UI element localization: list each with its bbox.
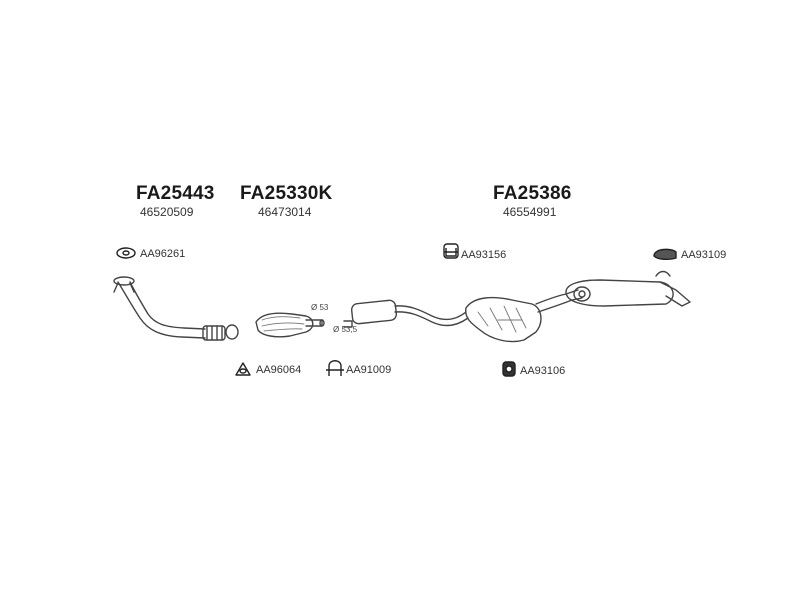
part-label-ring: AA96064 — [256, 364, 302, 376]
rear-pipe — [535, 289, 579, 305]
part-label-rubber-mount: AA93106 — [520, 365, 566, 377]
part-label-clamp: AA93156 — [461, 249, 507, 261]
u-clamp-icon — [326, 360, 344, 376]
part-label-gasket: AA96261 — [140, 248, 186, 260]
mid-pipe — [394, 305, 467, 321]
front-downpipe — [117, 281, 206, 339]
dimension-label-53: Ø 53 — [311, 303, 329, 312]
group-oe-front-pipe: 46520509 — [140, 205, 194, 219]
middle-silencer — [350, 299, 398, 325]
rear-silencer — [565, 279, 674, 307]
center-box — [465, 296, 542, 343]
group-code-rear: FA25386 — [493, 183, 572, 204]
rear-hanger-icon — [653, 248, 677, 261]
group-code-catalytic: FA25330K — [240, 183, 333, 204]
group-oe-rear: 46554991 — [503, 205, 557, 219]
gasket-icon — [116, 247, 136, 259]
ring-icon — [235, 362, 251, 376]
mid-connector — [343, 320, 353, 328]
tail-pipe — [659, 281, 691, 307]
dimension-label-53-5: Ø 53,5 — [333, 325, 358, 334]
part-label-u-clamp: AA91009 — [346, 364, 392, 376]
part-label-rear-hanger: AA93109 — [681, 249, 727, 261]
clamp-icon — [444, 248, 458, 257]
flex-joint — [202, 325, 226, 341]
group-code-front-pipe: FA25443 — [136, 183, 215, 204]
group-oe-catalytic: 46473014 — [258, 205, 312, 219]
catalytic-converter — [255, 312, 314, 338]
